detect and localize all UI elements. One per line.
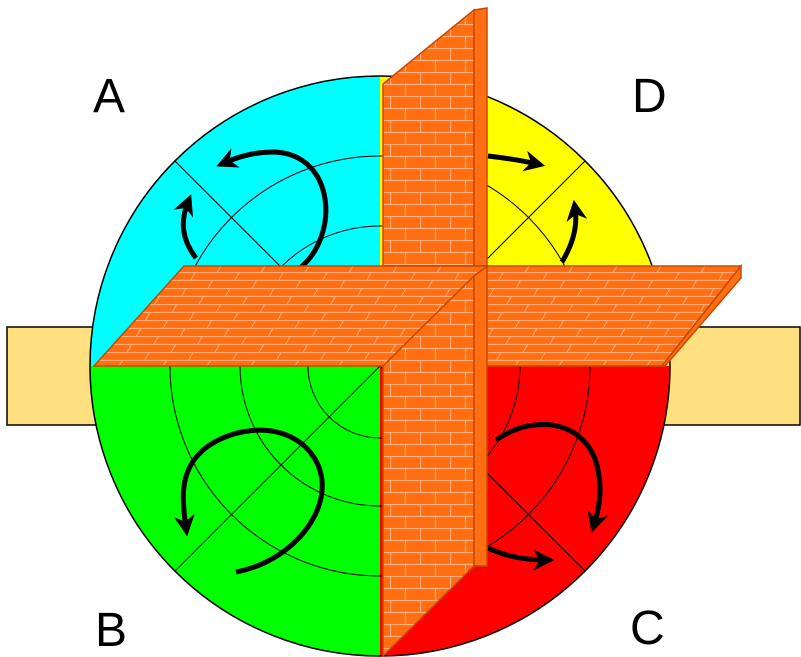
label-d: D xyxy=(632,70,667,123)
label-b: B xyxy=(95,604,127,657)
label-c: C xyxy=(630,602,665,655)
vertical-wall-top xyxy=(383,8,487,266)
axle-bar-left xyxy=(7,327,102,425)
label-a: A xyxy=(93,70,125,123)
